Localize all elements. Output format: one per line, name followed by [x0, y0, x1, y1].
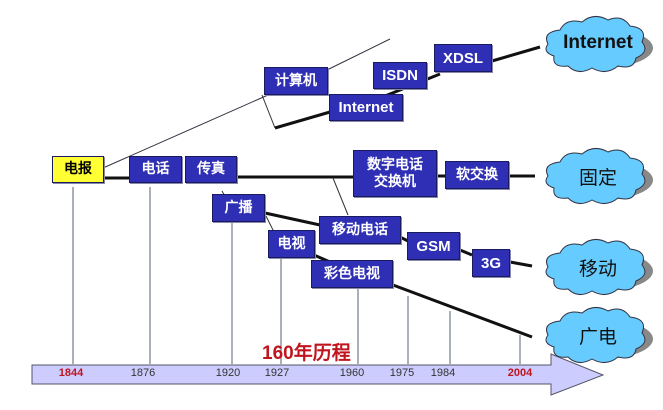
- node-computer: 计算机: [264, 67, 328, 95]
- node-xdsl: XDSL: [434, 44, 492, 72]
- timeline-title: 160年历程: [262, 343, 351, 364]
- timeline-arrow: [31, 353, 605, 396]
- tick-1876: 1876: [130, 367, 156, 379]
- node-digital-switch-line2: 交换机: [374, 173, 416, 190]
- node-3g: 3G: [472, 249, 510, 277]
- tick-1844: 1844: [58, 367, 84, 379]
- node-telephone: 电话: [129, 156, 182, 183]
- tick-1927: 1927: [264, 367, 290, 379]
- node-isdn: ISDN: [373, 62, 427, 89]
- node-digital-switch: 数字电话 交换机: [353, 150, 437, 197]
- tick-1960: 1960: [339, 367, 365, 379]
- tick-1984: 1984: [430, 367, 456, 379]
- tick-2004: 2004: [507, 367, 533, 379]
- tick-1975: 1975: [389, 367, 415, 379]
- cloud-internet: Internet: [563, 32, 633, 53]
- node-gsm: GSM: [407, 232, 460, 260]
- node-telegraph: 电报: [52, 156, 104, 183]
- node-tv: 电视: [268, 230, 315, 258]
- cloud-fixed: 固定: [578, 167, 617, 189]
- cloud-mobile: 移动: [578, 258, 617, 280]
- cloud-broadcast-tv: 广电: [578, 326, 617, 348]
- node-softswitch: 软交换: [445, 161, 509, 189]
- node-fax: 传真: [185, 156, 237, 183]
- node-internet: Internet: [329, 94, 403, 121]
- cloud-shapes: [545, 16, 653, 363]
- node-mobile-phone: 移动电话: [319, 216, 401, 244]
- node-color-tv: 彩色电视: [311, 260, 393, 288]
- node-broadcast: 广播: [212, 194, 265, 222]
- node-digital-switch-line1: 数字电话: [367, 156, 423, 173]
- tick-1920: 1920: [215, 367, 241, 379]
